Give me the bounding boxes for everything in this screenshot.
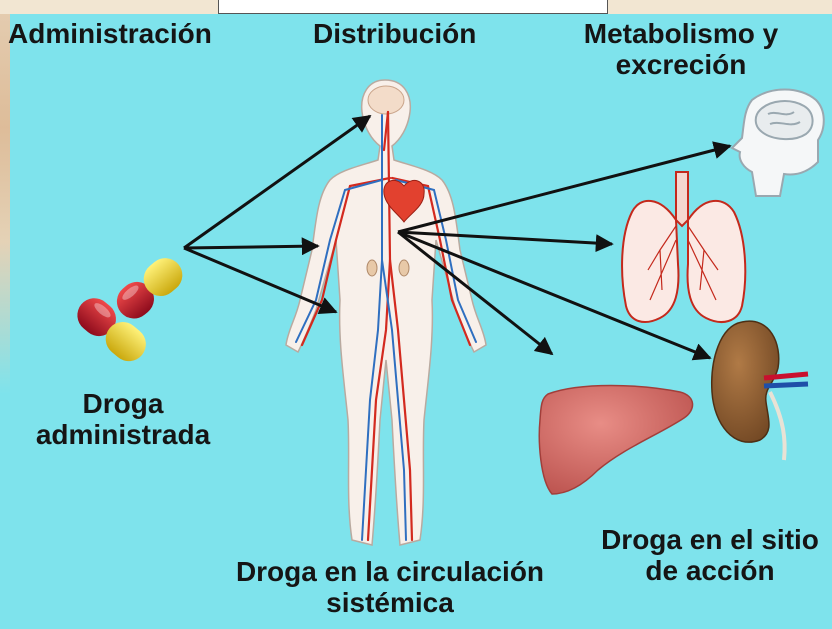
header-distribution: Distribución [313,18,477,49]
arrow-to-lungs [397,230,614,253]
arrow-to-kidney [397,230,712,361]
arrow-to-brain [183,114,372,250]
header-administration: Administración [8,18,212,49]
lungs-icon [621,171,747,323]
label-drug-administered: Droga administrada [35,388,211,451]
label-systemic-circulation: Droga en la circulación sistémica [235,556,545,619]
arrow-to-head [397,141,732,234]
flow-arrows [183,114,732,361]
heart-icon [383,179,425,223]
liver-icon [538,384,694,495]
human-body-icon [285,79,487,546]
header-metabolism-excretion: Metabolismo y excreción [583,18,779,81]
arrow-to-liver [397,230,554,356]
kidney-icon [711,320,809,461]
top-strip [0,0,832,14]
left-decoration [0,14,10,394]
capsules-icon [77,258,183,362]
label-site-of-action: Droga en el sitio de acción [601,524,819,587]
brain-head-icon [730,88,825,197]
top-tab [218,0,608,14]
arrow-to-arm [183,237,320,256]
arrow-to-body [183,246,338,315]
